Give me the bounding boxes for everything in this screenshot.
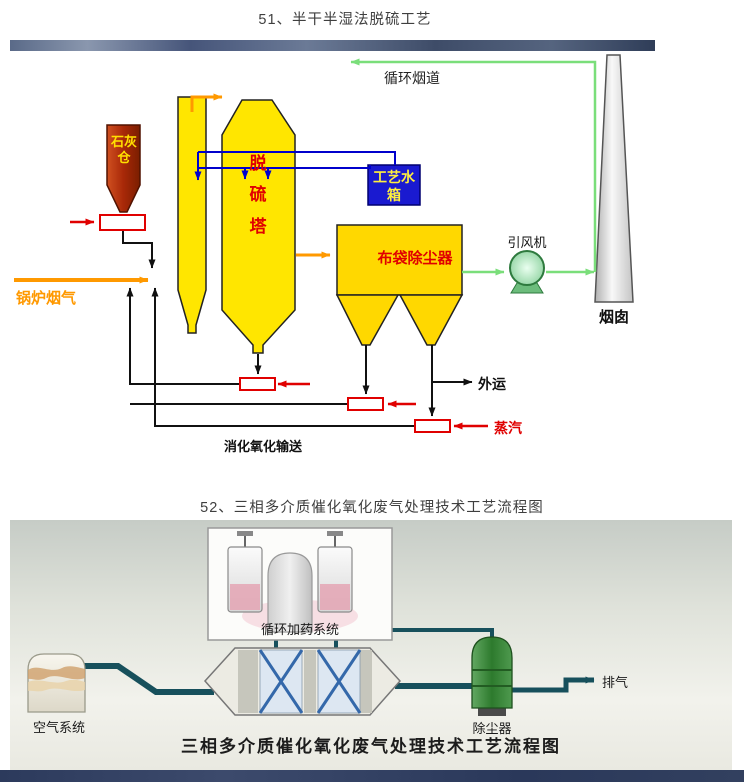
diagram2-catalytic-oxidation: 空气系统 循环加药系统 除尘器 排气 三相多介质催化氧化废气处理技术工艺流程图 [10,520,732,770]
conveyor-1 [239,377,276,391]
air-system-label: 空气系统 [32,720,85,735]
water-tank-label: 工艺水箱 [373,169,415,204]
chimney-shape [594,54,634,303]
conveying-label: 消化氧化输送 [224,439,303,454]
diagram2-graphics [27,527,595,716]
fan-shape [509,250,545,286]
tower-label: 脱硫塔 [249,154,267,236]
gas-duct-vessel-shape [177,96,207,334]
diagram1-graphics [14,54,634,433]
air-system-tank [27,653,86,713]
fan-label: 引风机 [507,235,547,250]
solids-transport-lines [122,230,473,427]
feeder-boxes [99,214,451,433]
boiler-flue-gas-label: 锅炉烟气 [16,290,77,307]
dust-collector-label: 除尘器 [472,721,512,736]
rotary-feeder [99,214,146,231]
diagram1-desulfurization: 循环烟道 石灰仓 脱硫塔 工艺水箱 布袋除尘器 引风机 烟囱 锅炉烟气 外运 蒸… [10,40,655,465]
dosing-system-unit [207,527,393,641]
process-water-lines [194,151,396,181]
circulating-flue-label: 循环烟道 [384,70,440,86]
section2-title: 52、三相多介质催化氧化废气处理技术工艺流程图 [200,500,544,516]
outward-label: 外运 [478,376,506,392]
flue-gas-lines [14,93,331,284]
chimney-label: 烟囱 [598,309,629,326]
footer-bar [0,770,744,782]
conveyor-3 [414,419,451,433]
dosing-cylinder-left [227,531,263,613]
diagram1-header-strip [10,40,655,51]
dosing-system-label: 循环加药系统 [260,622,339,637]
section1-title: 51、半干半湿法脱硫工艺 [258,12,432,28]
conveyor-2 [347,397,384,411]
steam-arrows [70,218,488,430]
steam-label: 蒸汽 [494,420,522,436]
bag-filter-label: 布袋除尘器 [377,250,453,267]
lime-silo-label: 石灰仓 [110,134,137,166]
recycle-flue-lines [350,58,597,276]
lime-silo-shape [106,124,141,213]
exhaust-label: 排气 [602,675,629,690]
catalytic-reactor [203,647,402,716]
dust-collector-vessel [471,636,513,716]
diagram2-caption: 三相多介质催化氧化废气处理技术工艺流程图 [181,737,561,756]
dosing-cylinder-right [317,531,353,613]
dosing-dome-vessel [267,552,313,633]
desulfurization-tower-shape [221,99,296,354]
bag-filter-shape [335,224,464,346]
